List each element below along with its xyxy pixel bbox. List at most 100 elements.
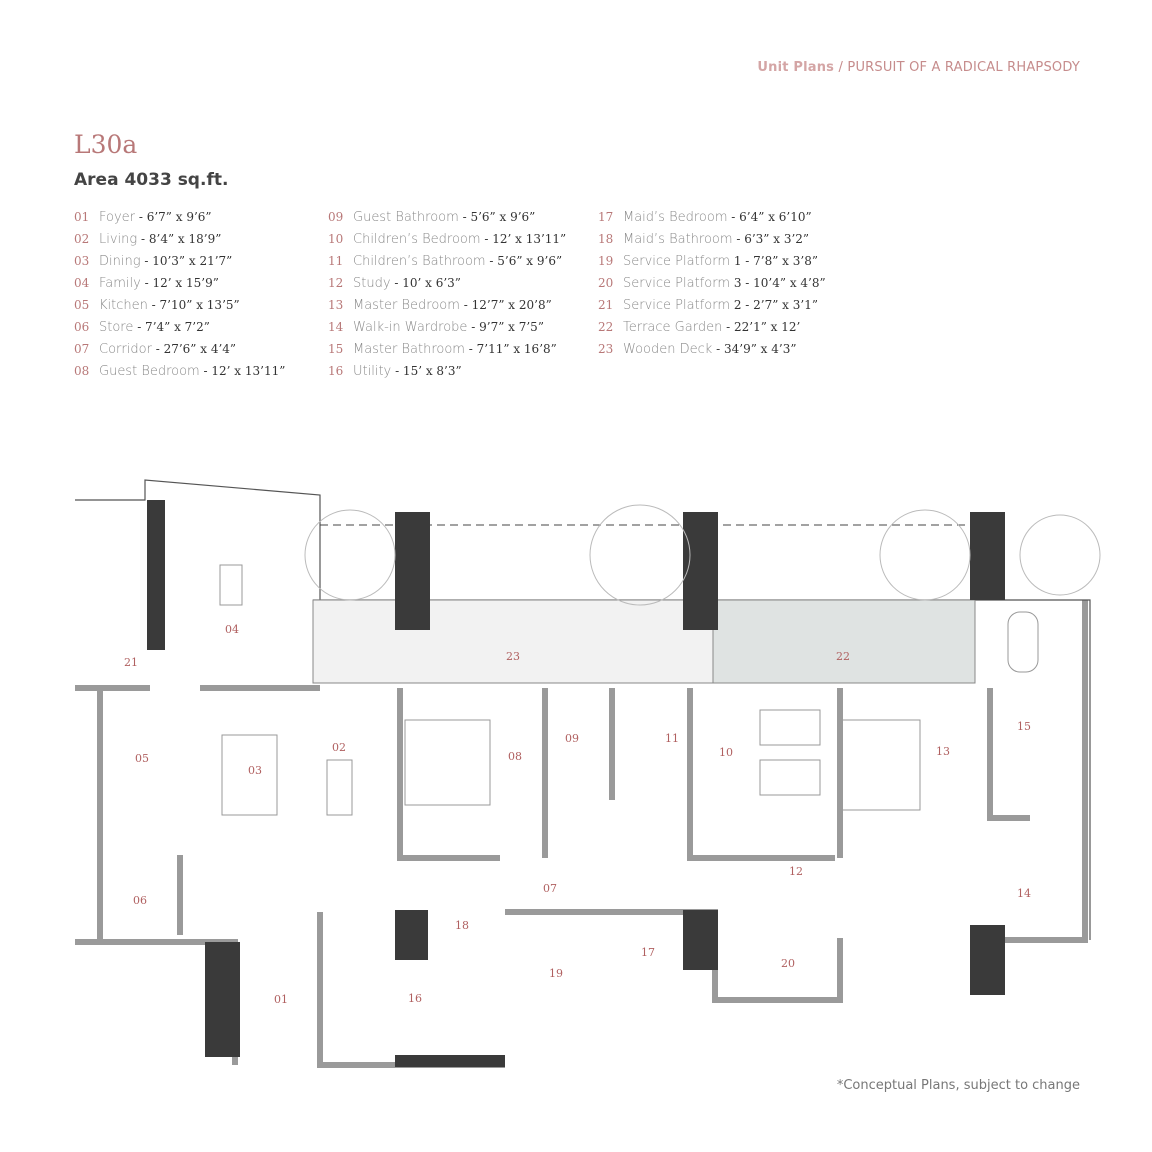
- room-name: Walk-in Wardrobe: [353, 320, 468, 335]
- plan-room-label: 16: [408, 992, 422, 1005]
- room-dimensions: - 34’9” x 4’3”: [712, 342, 797, 356]
- plan-room-label: 01: [274, 993, 288, 1006]
- room-dimensions: - 12’ x 13’11”: [199, 364, 286, 378]
- room-number: 02: [74, 232, 90, 246]
- trees: [304, 504, 1101, 606]
- header-title: PURSUIT OF A RADICAL RHAPSODY: [847, 60, 1080, 75]
- room-number: 07: [74, 342, 90, 356]
- header: Unit Plans / PURSUIT OF A RADICAL RHAPSO…: [757, 60, 1080, 75]
- room-dimensions: - 5’6” x 9’6”: [485, 254, 563, 268]
- room-name: Family: [99, 276, 141, 291]
- room-name: Living: [99, 232, 138, 247]
- plan-room-label: 08: [508, 750, 522, 763]
- room-list-col-3: 17 Maid’s Bedroom - 6’4” x 6’10” 18 Maid’s …: [598, 206, 826, 360]
- wooden-deck: [312, 599, 714, 684]
- room-dimensions: - 12’ x 15’9”: [140, 276, 219, 290]
- room-dimensions: - 6’7” x 9’6”: [135, 210, 212, 224]
- room-name: Guest Bathroom: [353, 210, 459, 225]
- room-dimensions: - 9’7” x 7’5”: [467, 320, 544, 334]
- room-number: 17: [598, 210, 614, 224]
- room-list-item: 09 Guest Bathroom - 5’6” x 9’6”: [328, 206, 566, 228]
- room-name: Foyer: [99, 210, 136, 225]
- plan-room-label: 09: [565, 732, 579, 745]
- room-list-item: 23 Wooden Deck - 34’9” x 4’3”: [598, 338, 826, 360]
- room-name: Children’s Bedroom: [353, 232, 481, 247]
- room-list-item: 16 Utility - 15’ x 8’3”: [328, 360, 566, 382]
- room-dimensions: - 8’4” x 18’9”: [137, 232, 222, 246]
- room-number: 06: [74, 320, 90, 334]
- room-number: 20: [598, 276, 614, 290]
- room-name: Utility: [353, 364, 392, 379]
- plan-room-label: 21: [124, 656, 138, 669]
- room-list-item: 07 Corridor - 27’6” x 4’4”: [74, 338, 285, 360]
- room-list-item: 17 Maid’s Bedroom - 6’4” x 6’10”: [598, 206, 826, 228]
- plan-room-label: 07: [543, 882, 557, 895]
- unit-name: L30a: [74, 130, 138, 159]
- plan-room-label: 10: [719, 746, 733, 759]
- room-number: 09: [328, 210, 344, 224]
- room-labels: 0102030405060708091011121314151617181920…: [124, 623, 1031, 1006]
- room-name: Maid’s Bedroom: [623, 210, 728, 225]
- room-number: 12: [328, 276, 344, 290]
- pillars: [147, 500, 1005, 1067]
- room-dimensions: - 22’1” x 12’: [722, 320, 801, 334]
- room-dimensions: 1 - 7’8” x 3’8”: [730, 254, 818, 268]
- room-name: Terrace Garden: [623, 320, 723, 335]
- room-dimensions: - 5’6” x 9’6”: [458, 210, 536, 224]
- room-number: 19: [598, 254, 614, 268]
- room-dimensions: - 7’4” x 7’2”: [133, 320, 210, 334]
- room-number: 15: [328, 342, 344, 356]
- room-dimensions: - 6’4” x 6’10”: [727, 210, 812, 224]
- room-name: Study: [353, 276, 391, 291]
- terrace-garden: [712, 599, 976, 684]
- plan-room-label: 19: [549, 967, 563, 980]
- room-dimensions: - 7’10” x 13’5”: [147, 298, 240, 312]
- room-number: 22: [598, 320, 614, 334]
- room-dimensions: - 27’6” x 4’4”: [151, 342, 237, 356]
- room-name: Corridor: [99, 342, 152, 357]
- outline: [75, 479, 1091, 940]
- room-dimensions: - 12’ x 13’11”: [480, 232, 567, 246]
- plan-room-label: 12: [789, 865, 803, 878]
- section-label: Unit Plans: [757, 60, 835, 75]
- plan-room-label: 06: [133, 894, 147, 907]
- room-name: Dining: [99, 254, 141, 269]
- room-name: Guest Bedroom: [99, 364, 200, 379]
- room-dimensions: - 15’ x 8’3”: [391, 364, 462, 378]
- plan-room-label: 17: [641, 946, 655, 959]
- room-number: 18: [598, 232, 614, 246]
- room-number: 03: [74, 254, 90, 268]
- room-name: Service Platform: [623, 298, 731, 313]
- room-name: Master Bedroom: [353, 298, 460, 313]
- room-name: Service Platform: [623, 276, 731, 291]
- room-number: 23: [598, 342, 614, 356]
- room-list-item: 02 Living - 8’4” x 18’9”: [74, 228, 285, 250]
- room-name: Children’s Bathroom: [353, 254, 486, 269]
- room-number: 13: [328, 298, 344, 312]
- plan-room-label: 20: [781, 957, 795, 970]
- room-number: 16: [328, 364, 344, 378]
- room-list-item: 22 Terrace Garden - 22’1” x 12’: [598, 316, 826, 338]
- room-name: Master Bathroom: [353, 342, 465, 357]
- room-dimensions: 2 - 2’7” x 3’1”: [730, 298, 818, 312]
- room-dimensions: - 6’3” x 3’2”: [732, 232, 810, 246]
- room-dimensions: - 12’7” x 20’8”: [459, 298, 552, 312]
- plan-room-label: 23: [506, 650, 520, 663]
- plan-room-label: 02: [332, 741, 346, 754]
- room-name: Wooden Deck: [623, 342, 713, 357]
- unit-area: Area 4033 sq.ft.: [74, 170, 229, 190]
- footnote: *Conceptual Plans, subject to change: [836, 1078, 1080, 1093]
- room-list-item: 13 Master Bedroom - 12’7” x 20’8”: [328, 294, 566, 316]
- room-number: 11: [328, 254, 344, 268]
- plan-room-label: 13: [936, 745, 950, 758]
